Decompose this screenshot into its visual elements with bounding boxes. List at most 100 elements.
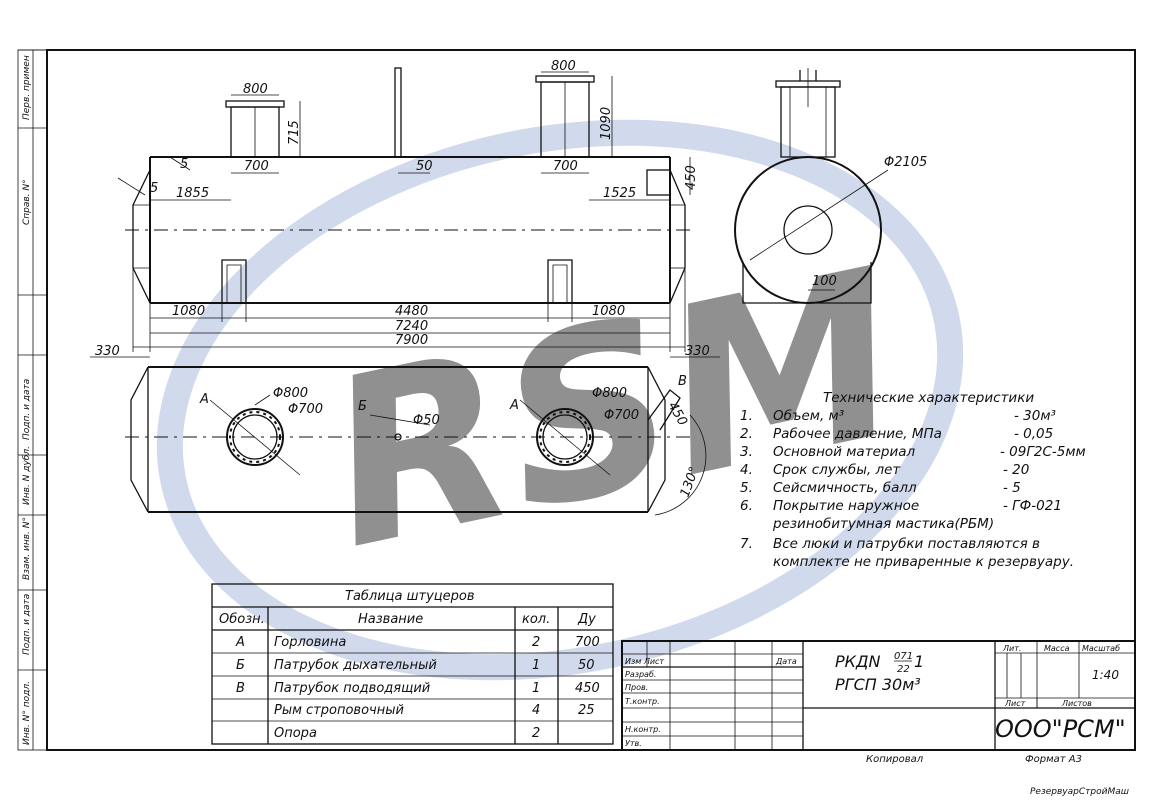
tech-label: резинобитумная мастика(РБМ)	[772, 516, 994, 532]
dim-label: Б	[358, 399, 367, 414]
dim-label: 1855	[176, 186, 209, 201]
table-cell: 25	[578, 703, 595, 718]
table-cell: 700	[575, 635, 600, 650]
tech-label: Объем, м³	[773, 408, 844, 424]
dim-label: 1525	[603, 186, 636, 201]
dim-label: 100	[812, 274, 837, 289]
stamp-sheets: Листов	[1061, 699, 1092, 708]
table-header: Название	[358, 612, 423, 627]
table-cell: Горловина	[274, 635, 346, 650]
dim-label: 700	[553, 159, 578, 174]
dim-label: А	[199, 392, 209, 407]
table-cell: Патрубок дыхательный	[274, 658, 437, 673]
table-cell: Опора	[274, 726, 317, 741]
dim-label: 1080	[592, 304, 625, 319]
footer-copied: Копировал	[866, 754, 924, 765]
strip-label: Взам. инв. N°	[22, 517, 32, 580]
dim-label: 330	[685, 344, 710, 359]
table-cell: Б	[236, 658, 245, 673]
table-header: Обозн.	[219, 612, 265, 627]
tech-value: - 5	[1003, 480, 1021, 496]
tech-specs: Технические характеристики 1. Объем, м³ …	[740, 390, 1086, 570]
dim-label: Φ2105	[884, 155, 927, 170]
table-cell: А	[235, 635, 245, 650]
stamp-code-prefix: РКДN	[835, 652, 881, 671]
stamp-name: РГСП 30м³	[835, 675, 921, 694]
table-cell: 2	[532, 635, 540, 650]
table-title: Таблица штуцеров	[345, 589, 475, 604]
end-view: Φ2105 100	[734, 68, 927, 304]
stamp-row: Утв.	[625, 739, 642, 748]
left-strip: Перв. примен Справ. N° Подп. и дата Инв.…	[18, 49, 47, 750]
tech-num: 1.	[740, 408, 753, 424]
table-header: Ду	[577, 612, 596, 627]
table-cell: Рым строповочный	[274, 703, 404, 718]
dim-label: 5	[180, 157, 188, 172]
table-cell: 450	[575, 681, 600, 696]
tech-label: Покрытие наружное	[773, 498, 919, 514]
footer-format: Формат А3	[1025, 754, 1082, 765]
table-cell: 4	[532, 703, 540, 718]
dim-label: 700	[244, 159, 269, 174]
dim-label: 1090	[599, 107, 614, 140]
stamp-scale: 1:40	[1092, 668, 1119, 682]
dim-label: 50	[416, 159, 433, 174]
table-cell: 1	[532, 681, 540, 696]
stamp-mass: Масса	[1044, 644, 1070, 653]
tech-label: Основной материал	[773, 444, 915, 460]
tech-label: Все люки и патрубки поставляются в	[773, 536, 1040, 552]
table-cell: Патрубок подводящий	[274, 681, 430, 696]
stamp-sheet: Лист	[1004, 699, 1026, 708]
stamp-code-den: 22	[897, 664, 910, 675]
stamp-row: Изм Лист	[625, 657, 664, 666]
strip-label: Подп. и дата	[22, 379, 32, 440]
dim-label: 7900	[395, 333, 428, 348]
tech-value: - 30м³	[1014, 408, 1056, 424]
table-cell: 2	[532, 726, 540, 741]
table-header: кол.	[522, 612, 550, 627]
tech-value: - 20	[1003, 462, 1029, 478]
dim-label: 7240	[395, 319, 428, 334]
dim-label: 800	[243, 82, 268, 97]
stamp-scale-label: Масштаб	[1082, 644, 1120, 653]
stamp-code-suffix: 1	[914, 652, 924, 671]
dim-label: Φ50	[413, 413, 440, 428]
dim-label: 4480	[395, 304, 428, 319]
dim-label: 450	[684, 165, 699, 190]
dim-label: 330	[95, 344, 120, 359]
stamp-company: ООО"РСМ"	[995, 715, 1126, 743]
dim-label: Φ800	[273, 386, 308, 401]
table-cell: 1	[532, 658, 540, 673]
dim-label: 800	[551, 59, 576, 74]
stamp-row: Н.контр.	[625, 725, 661, 734]
stamp-lit: Лит.	[1002, 644, 1021, 653]
title-block: Изм Лист Разраб. Пров. Т.контр. Н.контр.…	[621, 640, 1136, 751]
nozzle-table: Таблица штуцеров Обозн. Название кол. Ду…	[211, 583, 614, 745]
tech-value: - 09Г2С-5мм	[1000, 444, 1086, 460]
tech-num: 4.	[740, 462, 753, 478]
dim-label: Φ700	[288, 402, 323, 417]
tech-num: 3.	[740, 444, 753, 460]
strip-label: Подп. и дата	[22, 594, 32, 655]
strip-label: Инв. N° подл.	[22, 681, 32, 745]
dim-label: 715	[287, 120, 302, 145]
tech-label: Сейсмичность, балл	[773, 480, 917, 496]
dim-label: Φ700	[604, 408, 639, 423]
tech-value: - 0,05	[1014, 426, 1053, 442]
dim-label: А	[509, 398, 519, 413]
table-cell: В	[236, 681, 245, 696]
stamp-row: Разраб.	[625, 670, 656, 679]
tech-num: 5.	[740, 480, 753, 496]
tech-num: 7.	[740, 536, 753, 552]
footer-mark: РезервуарСтройМаш	[1030, 787, 1129, 797]
tech-label: Рабочее давление, МПа	[773, 426, 942, 442]
strip-label: Инв. N дубл.	[22, 446, 32, 505]
table-cell: 50	[578, 658, 595, 673]
stamp-row: Т.контр.	[625, 697, 660, 706]
tech-label: Срок службы, лет	[773, 462, 901, 478]
side-view: 800 800 715 1090 700 700 50 5 5 1855 152…	[90, 59, 720, 359]
tech-value: - ГФ-021	[1003, 498, 1062, 514]
tech-label: комплекте не приваренные к резервуару.	[773, 554, 1074, 570]
dim-label: 1080	[172, 304, 205, 319]
